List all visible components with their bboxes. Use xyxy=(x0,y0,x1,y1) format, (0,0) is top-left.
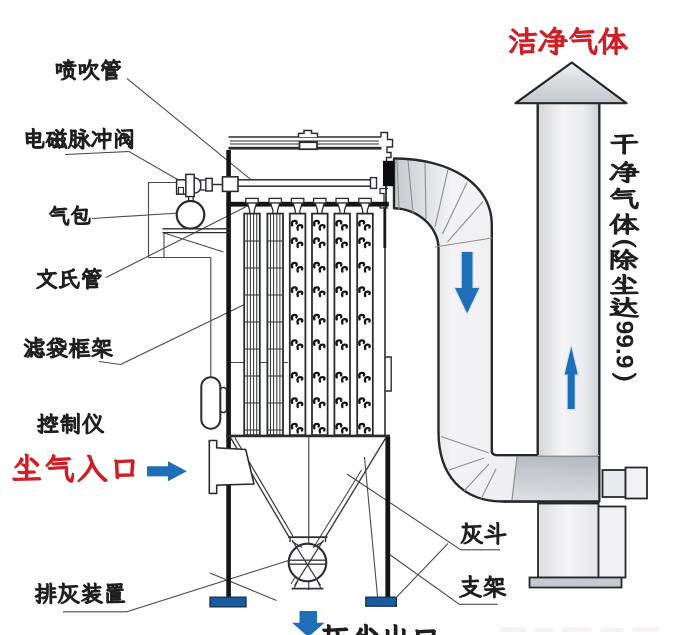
svg-text:99.9: 99.9 xyxy=(610,321,637,369)
